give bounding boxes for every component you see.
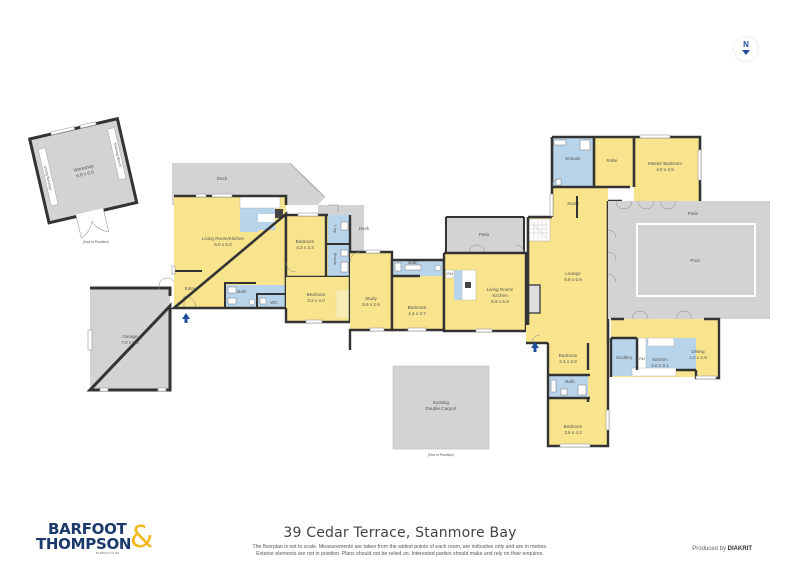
master-bedroom-dims: 4.0 x 4.5 xyxy=(656,167,674,172)
pool: Pool xyxy=(636,223,756,297)
lounge-label: Lounge xyxy=(565,271,581,276)
shelving-bench-left-label: Shelving Bench xyxy=(43,165,53,190)
fridge-2-label: Ref xyxy=(447,272,453,276)
north-arrow-icon xyxy=(742,50,750,55)
north-label: N xyxy=(743,40,749,49)
bedroom-3-block: Bath Bedroom 4.4 x 3.7 xyxy=(390,258,446,332)
brand-line-1: BARFOOT xyxy=(48,520,127,538)
disclaimer-line-2: Exterior elements are not in position. P… xyxy=(256,551,544,557)
deck-top-label: Deck xyxy=(217,176,228,181)
barfoot-thompson-logo: BARFOOT THOMPSON BARFOOT.CO.NZ & xyxy=(36,520,153,556)
carport-label-2: Double Carport xyxy=(425,406,457,411)
living-kitchen-2-dims: 5.9 x 5.9 xyxy=(491,299,509,304)
lounge-dims: 6.9 x 5.9 xyxy=(564,277,582,282)
north-compass: N xyxy=(733,36,759,62)
entry-arrow-east xyxy=(531,342,539,352)
disclaimer-line-1: The floorplan is not to scale. Measureme… xyxy=(252,544,548,550)
carport-label: Existing xyxy=(433,400,450,405)
bedroom-1-dims: 4.3 x 3.3 xyxy=(296,245,314,250)
study-2-label: Study xyxy=(567,201,579,206)
brand-tagline: BARFOOT.CO.NZ xyxy=(96,552,120,555)
patio-1: Patio xyxy=(445,216,525,254)
bedroom-4-dims: 2.4 x 2.8 xyxy=(559,359,577,364)
garage: Garage 7.0 x 5.8 xyxy=(86,286,172,392)
patio-2-label: Patio xyxy=(688,211,699,216)
shelving-bench-right xyxy=(107,127,127,181)
fridge-kitchen-label: Ref xyxy=(639,357,645,361)
property-address-title: 39 Cedar Terrace, Stanmore Bay xyxy=(283,525,517,541)
hallway xyxy=(526,325,548,343)
garage-dims: 7.0 x 5.8 xyxy=(121,340,139,345)
pool-label: Pool xyxy=(690,258,699,263)
ensuite-2-label: Ensuite xyxy=(565,156,581,161)
kitchen-label: Kitchen xyxy=(652,357,668,362)
wc-label: WC xyxy=(270,300,278,305)
bath-2-label: Bath xyxy=(408,260,418,265)
garage-label: Garage xyxy=(122,334,138,339)
brand-ampersand: & xyxy=(130,520,154,555)
bath-1-label: Bath xyxy=(237,289,247,294)
bedroom-1-block: Bedroom 4.3 x 3.3 L'dry Ensuite xyxy=(284,204,352,286)
bedroom-2-dims: 3.2 x 4.0 xyxy=(307,298,325,303)
bedroom-3-label: Bedroom xyxy=(408,305,427,310)
wing-east: Ensuite Robe Master Bedroom 4.0 x 4.5 St… xyxy=(526,134,702,343)
disclaimer: The floorplan is not to scale. Measureme… xyxy=(0,544,800,558)
patio-1-label: Patio xyxy=(479,232,490,237)
robe-label: Robe xyxy=(607,158,618,163)
porch-step xyxy=(158,277,175,291)
scullery-label: Scullery xyxy=(616,355,633,360)
produced-by: Produced by DIAKRIT xyxy=(692,546,752,552)
bedroom-5-label: Bedroom xyxy=(564,424,583,429)
brand-line-2: THOMPSON xyxy=(36,535,132,553)
deck-top: Deck xyxy=(172,162,326,205)
bedroom-3-dims: 4.4 x 3.7 xyxy=(408,311,426,316)
workshop-label: Workshop xyxy=(73,163,95,173)
carport: Existing (Not In Position) Double Carpor… xyxy=(392,365,490,450)
shelving-bench-right-label: Shelving Bench xyxy=(113,142,123,167)
study-1-block: Study 5.9 x 2.9 xyxy=(348,249,394,350)
study-1-label: Study xyxy=(365,296,377,301)
workshop-building: Shelving Bench Shelving Bench Workshop 6… xyxy=(27,116,139,239)
living-kitchen-2-label-2: Kitchen xyxy=(492,293,508,298)
bedroom-2-block: Bedroom 3.2 x 4.0 xyxy=(284,277,352,324)
bath-3-label: Bath xyxy=(565,379,575,384)
master-bedroom-label: Master Bedroom xyxy=(648,161,682,166)
dining-label: Dining xyxy=(691,349,704,354)
bedroom-4-label: Bedroom xyxy=(559,353,578,358)
bedroom-5-dims: 3.6 x 4.2 xyxy=(564,430,582,435)
living-kitchen-2: Ref Living Room/ Kitchen 5.9 x 5.9 xyxy=(442,251,528,333)
study-1-dims: 5.9 x 2.9 xyxy=(362,302,380,307)
living-kitchen-1-label: Living Room/Kitchen xyxy=(202,236,245,241)
bedroom-2-label: Bedroom xyxy=(307,292,326,297)
bedroom-1-label: Bedroom xyxy=(296,239,315,244)
deck-right-label: Deck xyxy=(359,226,370,231)
entry-label: Entry xyxy=(185,286,196,291)
living-kitchen-1-dims: 6.0 x 6.0 xyxy=(214,242,232,247)
produced-by-name: DIAKRIT xyxy=(727,546,752,552)
carport-position-note: (Not In Position) xyxy=(428,453,454,457)
wing-west: Living Room/Kitchen 6.0 x 6.0 Entry Bath… xyxy=(170,193,288,310)
living-kitchen-2-label: Living Room/ xyxy=(487,287,515,292)
dining-dims: 4.2 x 2.9 xyxy=(689,355,707,360)
south-bedrooms: Bedroom 2.4 x 2.8 Bath Bedroom 3.6 x 4.2 xyxy=(546,343,610,448)
shelving-bench-left xyxy=(37,147,59,207)
workshop-note: (Not In Position) xyxy=(83,240,109,244)
kitchen-dims: 4.0 x 3.1 xyxy=(651,363,669,368)
staircase xyxy=(527,218,551,242)
front-door-swing xyxy=(531,334,541,344)
ensuite-1-label: Ensuite xyxy=(333,253,337,265)
produced-by-prefix: Produced by xyxy=(692,546,726,552)
entry-arrow-west xyxy=(182,313,190,323)
laundry-label: L'dry xyxy=(333,225,337,233)
workshop-dims: 6.8 x 6.0 xyxy=(76,169,95,178)
kitchen-block: Ref Scullery Kitchen 4.0 x 3.1 Dining 4.… xyxy=(609,317,721,380)
